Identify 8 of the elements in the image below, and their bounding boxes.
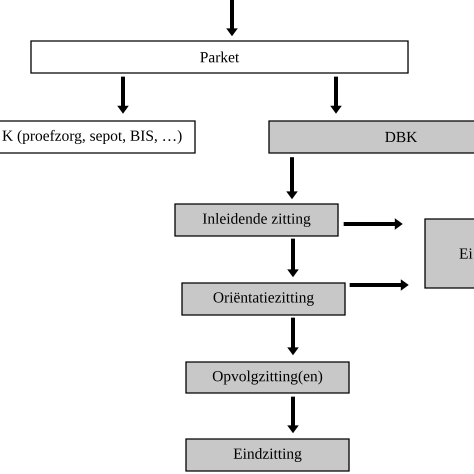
process-box: Eindzitting (185, 438, 350, 472)
process-box: Opvolgzitting(en) (185, 361, 350, 394)
process-box: K (proefzorg, sepot, BIS, …) (0, 120, 196, 154)
process-box: Ei (424, 218, 474, 289)
process-box: Parket (30, 40, 409, 74)
process-box: Inleidende zitting (174, 203, 339, 237)
process-box: Oriëntatiezitting (181, 282, 346, 316)
process-box: DBK (268, 120, 474, 154)
